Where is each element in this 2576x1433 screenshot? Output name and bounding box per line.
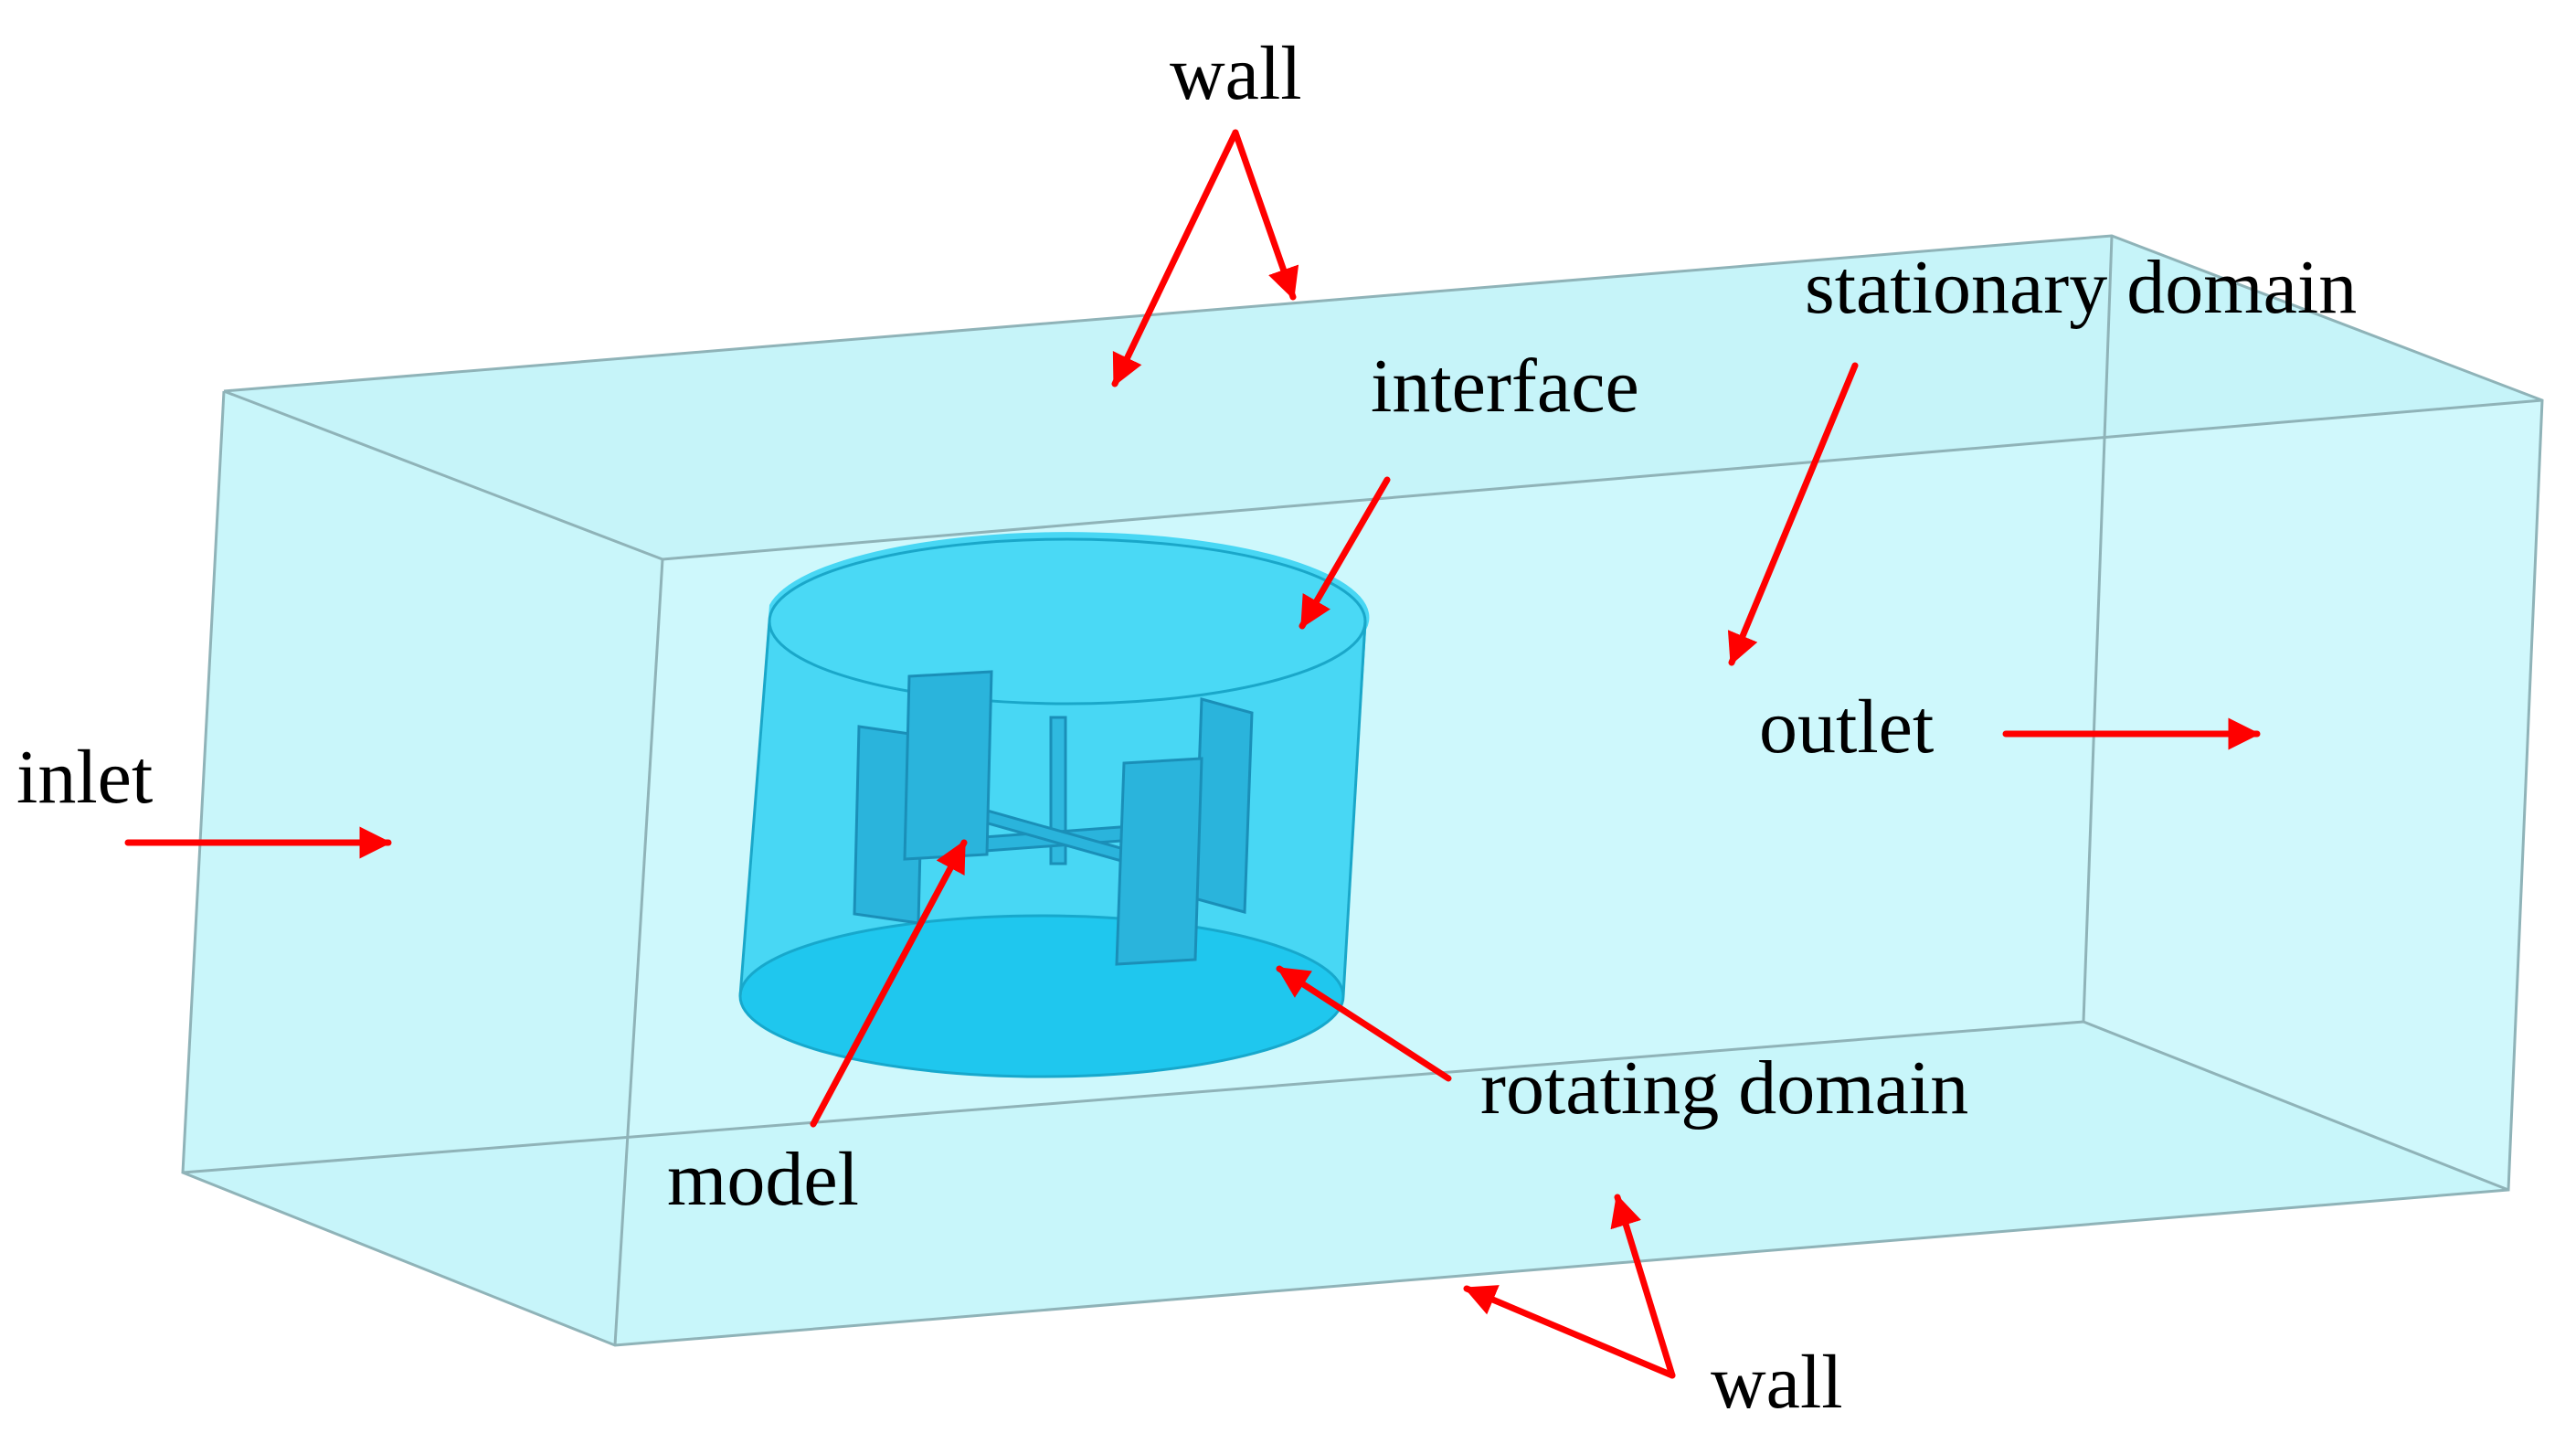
arrow-rotating-domain bbox=[1276, 965, 1452, 1082]
arrow-wall-bottom-left bbox=[1463, 1285, 1676, 1379]
arrow-model bbox=[810, 839, 968, 1128]
box-edge-bottom-right bbox=[2083, 1020, 2509, 1192]
turbine-model bbox=[853, 670, 1254, 966]
label-wall-bottom: wall bbox=[1711, 1340, 1843, 1425]
label-rotating-domain: rotating domain bbox=[1480, 1046, 1968, 1130]
box-edges-front bbox=[662, 398, 2543, 561]
arrow-wall-bottom-right bbox=[1610, 1194, 1676, 1379]
box-edge-back-bottom bbox=[182, 1020, 2084, 1174]
label-inlet: inlet bbox=[16, 735, 153, 820]
annotation-arrows bbox=[124, 129, 2261, 1379]
turbine-shaft bbox=[1049, 716, 1067, 865]
box-edge-back-vertical bbox=[2082, 235, 2114, 1023]
box-top-face bbox=[224, 236, 2542, 559]
box-edge-front-vertical bbox=[613, 558, 664, 1346]
label-interface: interface bbox=[1371, 344, 1639, 429]
arrow-stationary-domain bbox=[1727, 362, 1859, 666]
label-outlet: outlet bbox=[1759, 685, 1934, 770]
box-bottom-face bbox=[183, 1022, 2508, 1345]
label-model: model bbox=[667, 1137, 859, 1222]
label-wall-top: wall bbox=[1170, 31, 1302, 116]
box-edge-front-left bbox=[223, 389, 663, 561]
arrow-wall-top-right bbox=[1232, 129, 1299, 301]
cylinder-top bbox=[768, 537, 1367, 706]
annotation-labels: wall stationary domain interface outlet … bbox=[16, 31, 2357, 1425]
cylinder-side-right bbox=[1341, 621, 1367, 997]
turbine-blade-right-back bbox=[1193, 697, 1254, 914]
cylinder-bottom bbox=[738, 914, 1345, 1078]
label-stationary-domain: stationary domain bbox=[1805, 245, 2357, 330]
arrow-wall-top-left bbox=[1111, 129, 1239, 387]
box-left-face bbox=[183, 391, 663, 1345]
cylinder-side-left bbox=[738, 621, 771, 997]
arrow-interface bbox=[1299, 476, 1391, 630]
turbine-blade-left-front bbox=[903, 670, 993, 861]
stationary-domain-box bbox=[181, 234, 2544, 1347]
turbine-blade-right-front bbox=[1115, 757, 1203, 966]
